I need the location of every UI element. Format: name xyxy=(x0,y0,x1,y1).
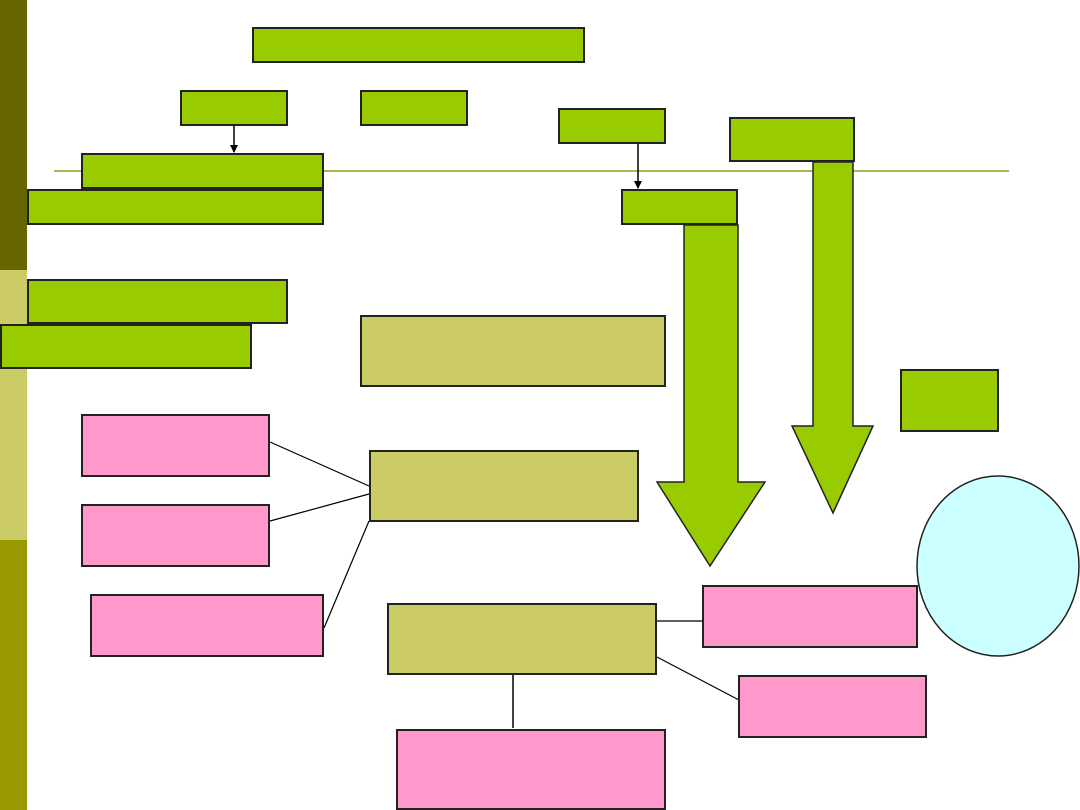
pink-right-2 xyxy=(738,675,927,738)
header-rule xyxy=(54,170,1009,172)
sidebar-segment-bottom xyxy=(0,540,27,810)
connector-pink-right-2 xyxy=(656,656,740,701)
cyan-circle xyxy=(916,475,1080,657)
center-lower-box xyxy=(387,603,657,675)
pink-left-3 xyxy=(90,594,324,657)
sidebar-segment-middle xyxy=(0,270,27,540)
pink-left-2 xyxy=(81,504,270,567)
connector-pink-left-1 xyxy=(269,441,370,487)
top-middle-box xyxy=(360,90,468,126)
left-lower-box-b xyxy=(0,324,252,369)
big-down-arrow-right xyxy=(790,161,875,515)
connector-pink-left-2 xyxy=(269,493,370,522)
connector-pink-left-3 xyxy=(323,520,370,629)
right-upper-box xyxy=(621,189,738,225)
side-green-box xyxy=(900,369,999,432)
sidebar-segment-top xyxy=(0,0,27,270)
pink-bottom xyxy=(396,729,666,810)
pink-right-1 xyxy=(702,585,918,648)
title-box xyxy=(252,27,585,63)
center-upper-box xyxy=(360,315,666,387)
circle-label xyxy=(918,477,1080,657)
left-upper-box-b xyxy=(27,189,324,225)
top-right-box xyxy=(558,108,666,144)
top-left-box xyxy=(180,90,288,126)
far-right-box xyxy=(729,117,855,162)
pink-left-1 xyxy=(81,414,270,477)
big-down-arrow-left xyxy=(655,224,767,568)
center-middle-box xyxy=(369,450,639,522)
left-upper-box-a xyxy=(81,153,324,189)
left-lower-box-a xyxy=(27,279,288,324)
